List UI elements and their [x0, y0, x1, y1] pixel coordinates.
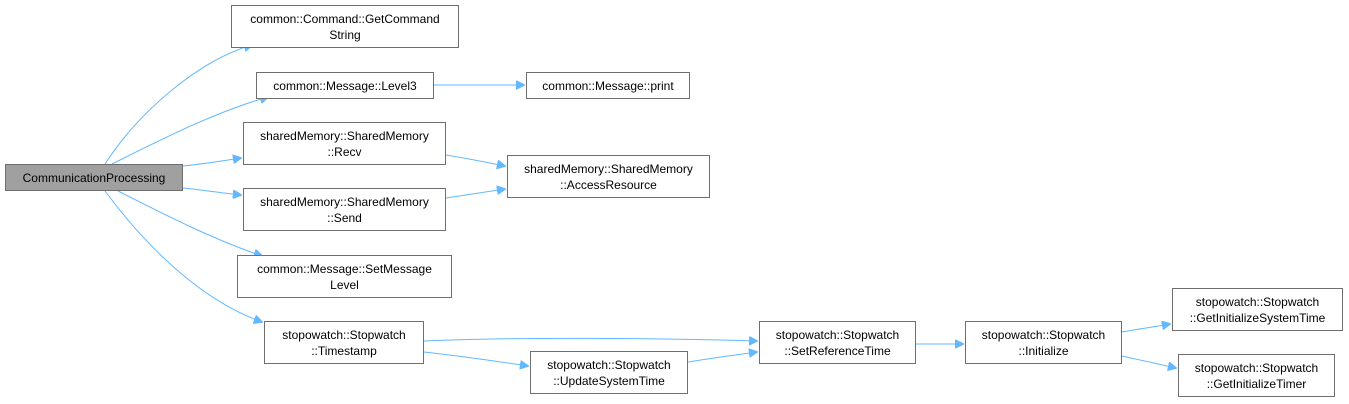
node-set-message-level[interactable]: common::Message::SetMessage Level	[237, 255, 452, 298]
node-send[interactable]: sharedMemory::SharedMemory ::Send	[243, 188, 446, 231]
edge-root-to-level3	[111, 97, 268, 165]
edge-initialize-to-get-initialize-system-time	[1121, 324, 1170, 333]
edge-root-to-timestamp	[104, 190, 262, 322]
node-communication-processing[interactable]: CommunicationProcessing	[5, 164, 183, 191]
node-update-system-time[interactable]: stopowatch::Stopwatch ::UpdateSystemTime	[530, 351, 688, 394]
node-initialize[interactable]: stopowatch::Stopwatch ::Initialize	[965, 321, 1122, 364]
edge-send-to-access-resource	[445, 189, 505, 199]
node-print[interactable]: common::Message::print	[526, 72, 690, 99]
edge-update-system-time-to-set-reference-time	[687, 352, 757, 363]
node-level3[interactable]: common::Message::Level3	[256, 72, 434, 99]
node-get-command-string[interactable]: common::Command::GetCommand String	[231, 5, 459, 48]
edge-root-to-set-message-level	[117, 190, 262, 256]
node-timestamp[interactable]: stopowatch::Stopwatch ::Timestamp	[264, 321, 424, 364]
node-set-reference-time[interactable]: stopowatch::Stopwatch ::SetReferenceTime	[759, 321, 916, 364]
edge-root-to-get-command-string	[104, 45, 252, 165]
node-get-initialize-system-time[interactable]: stopowatch::Stopwatch ::GetInitializeSys…	[1172, 288, 1343, 331]
edge-recv-to-access-resource	[445, 154, 505, 166]
node-recv[interactable]: sharedMemory::SharedMemory ::Recv	[243, 122, 446, 165]
edge-timestamp-to-update-system-time	[423, 351, 528, 366]
node-access-resource[interactable]: sharedMemory::SharedMemory ::AccessResou…	[507, 155, 710, 198]
edge-initialize-to-get-initialize-timer	[1121, 355, 1176, 368]
node-get-initialize-timer[interactable]: stopowatch::Stopwatch ::GetInitializeTim…	[1178, 354, 1335, 397]
edge-timestamp-to-set-reference-time	[423, 338, 757, 341]
edge-root-to-recv	[182, 158, 241, 167]
edge-root-to-send	[182, 187, 241, 195]
